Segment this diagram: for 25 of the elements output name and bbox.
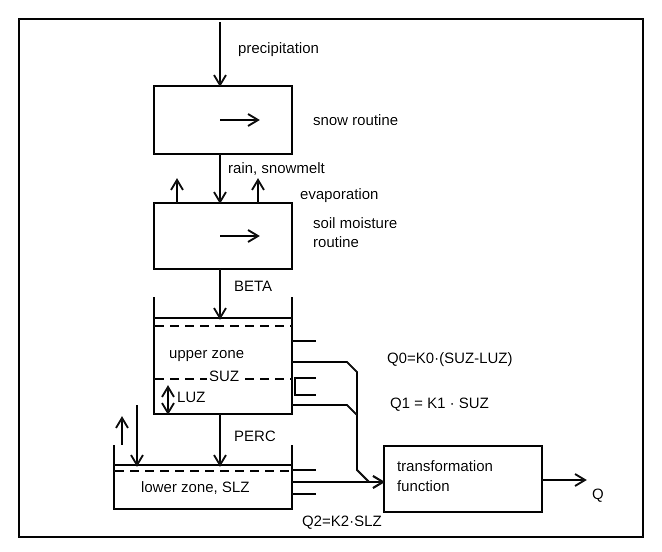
process-label: transformation function <box>397 457 494 497</box>
flow-label: evaporation <box>300 186 378 204</box>
arrow <box>213 270 227 319</box>
edge-label: rain, snowmelt <box>226 160 327 178</box>
edge-label: Q2=K2·SLZ <box>300 513 384 531</box>
storage-tank <box>153 297 293 415</box>
arrow <box>293 475 384 489</box>
zone-label: upper zone <box>168 345 246 363</box>
edge-label: precipitation <box>236 40 321 58</box>
arrow <box>251 179 265 202</box>
level-label: LUZ <box>176 389 206 407</box>
process-box <box>383 445 543 513</box>
arrow <box>543 473 586 487</box>
arrow <box>213 22 227 86</box>
edge-label: Q1 = K1 · SUZ <box>388 395 491 413</box>
routine-title: soil moisture routine <box>313 214 398 252</box>
edge-label: Q <box>590 486 606 504</box>
arrow <box>213 155 227 203</box>
arrow <box>115 417 129 445</box>
arrow <box>170 179 184 202</box>
edge-label: Q0=K0·(SUZ-LUZ) <box>385 350 514 368</box>
arrow <box>130 405 144 466</box>
routine-title: snow routine <box>313 110 400 130</box>
zone-label: lower zone, SLZ <box>140 479 250 497</box>
arrow <box>213 415 227 466</box>
